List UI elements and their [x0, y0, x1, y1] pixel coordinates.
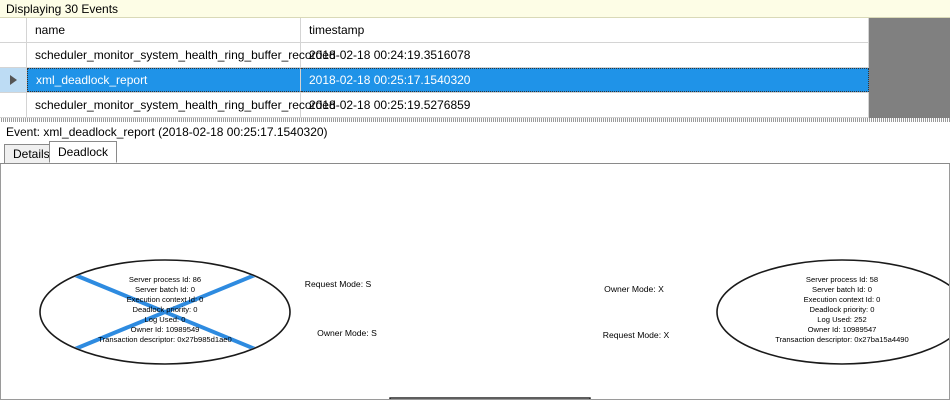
edge-request-mode-s: Request Mode: S: [305, 279, 372, 289]
header-selector-cell: [0, 18, 27, 42]
surviving-line-3: Deadlock priority: 0: [810, 305, 875, 314]
current-row-arrow-icon: [9, 75, 17, 85]
edge-request-mode-x: Request Mode: X: [603, 330, 670, 340]
edge-label-owner-mode-s: Owner Mode: S: [317, 328, 377, 338]
victim-line-2: Execution context Id: 0: [127, 295, 204, 304]
events-grid[interactable]: name timestamp scheduler_monitor_system_…: [0, 18, 950, 120]
edge-owner-mode-s: Owner Mode: S: [317, 328, 377, 338]
table-row[interactable]: scheduler_monitor_system_health_ring_buf…: [0, 43, 869, 68]
cell-name[interactable]: scheduler_monitor_system_health_ring_buf…: [27, 93, 336, 117]
horizontal-splitter[interactable]: [0, 118, 950, 122]
victim-line-1: Server batch Id: 0: [135, 285, 195, 294]
row-selector-cell[interactable]: [0, 93, 27, 117]
surviving-line-2: Execution context Id: 0: [804, 295, 881, 304]
victim-line-3: Deadlock priority: 0: [133, 305, 198, 314]
tab-deadlock-label: Deadlock: [58, 145, 109, 159]
table-row[interactable]: scheduler_monitor_system_health_ring_buf…: [0, 93, 869, 118]
surviving-process-node[interactable]: Server process Id: 58 Server batch Id: 0…: [716, 259, 950, 365]
victim-line-5: Owner Id: 10989549: [131, 325, 200, 334]
tab-details[interactable]: Details: [4, 144, 59, 163]
event-detail-caption: Event: xml_deadlock_report (2018-02-18 0…: [0, 122, 950, 142]
victim-line-4: Log Used: 0: [145, 315, 186, 324]
cell-name[interactable]: scheduler_monitor_system_health_ring_buf…: [27, 43, 336, 67]
edge-owner-mode-x: Owner Mode: X: [604, 284, 664, 294]
surviving-line-4: Log Used: 252: [817, 315, 866, 324]
surviving-line-6: Transaction descriptor: 0x27ba15a4490: [775, 335, 909, 344]
table-row-selected[interactable]: xml_deadlock_report 2018-02-18 00:25:17.…: [0, 68, 869, 93]
events-count-label: Displaying 30 Events: [6, 1, 119, 16]
surviving-process-ellipse[interactable]: [716, 259, 950, 365]
cell-timestamp[interactable]: 2018-02-18 00:25:17.1540320: [301, 68, 869, 92]
cell-timestamp[interactable]: 2018-02-18 00:25:19.5276859: [301, 93, 869, 117]
column-header-name[interactable]: name: [27, 18, 301, 42]
events-count-banner: Displaying 30 Events: [0, 0, 950, 18]
deadlock-graph-canvas[interactable]: Request Mode: S Owner Mode: X Owner Mode…: [0, 164, 950, 400]
victim-cross-icon: [57, 266, 273, 358]
cell-timestamp[interactable]: 2018-02-18 00:24:19.3516078: [301, 43, 869, 67]
victim-line-0: Server process Id: 86: [129, 275, 201, 284]
column-header-timestamp[interactable]: timestamp: [301, 18, 869, 42]
surviving-line-5: Owner Id: 10989547: [808, 325, 877, 334]
row-selector-cell[interactable]: [0, 68, 27, 92]
victim-line-6: Transaction descriptor: 0x27b985d1ae0: [98, 335, 232, 344]
edge-label-owner-mode-x: Owner Mode: X: [604, 284, 664, 294]
victim-process-node[interactable]: Server process Id: 86 Server batch Id: 0…: [39, 259, 291, 365]
events-grid-header-row: name timestamp: [0, 18, 869, 43]
edge-label-request-mode-x: Request Mode: X: [603, 330, 670, 340]
cell-name[interactable]: xml_deadlock_report: [27, 68, 301, 92]
tab-details-label: Details: [13, 147, 50, 161]
tab-deadlock[interactable]: Deadlock: [49, 141, 118, 163]
detail-tabstrip: Details Deadlock: [0, 141, 950, 164]
surviving-line-1: Server batch Id: 0: [812, 285, 872, 294]
edge-label-request-mode-s: Request Mode: S: [305, 279, 372, 289]
event-caption-label: Event: xml_deadlock_report (2018-02-18 0…: [6, 125, 328, 139]
surviving-line-0: Server process Id: 58: [806, 275, 878, 284]
events-grid-inner: name timestamp scheduler_monitor_system_…: [0, 18, 869, 120]
deadlock-graph-svg: Request Mode: S Owner Mode: X Owner Mode…: [39, 259, 950, 400]
row-selector-cell[interactable]: [0, 43, 27, 67]
